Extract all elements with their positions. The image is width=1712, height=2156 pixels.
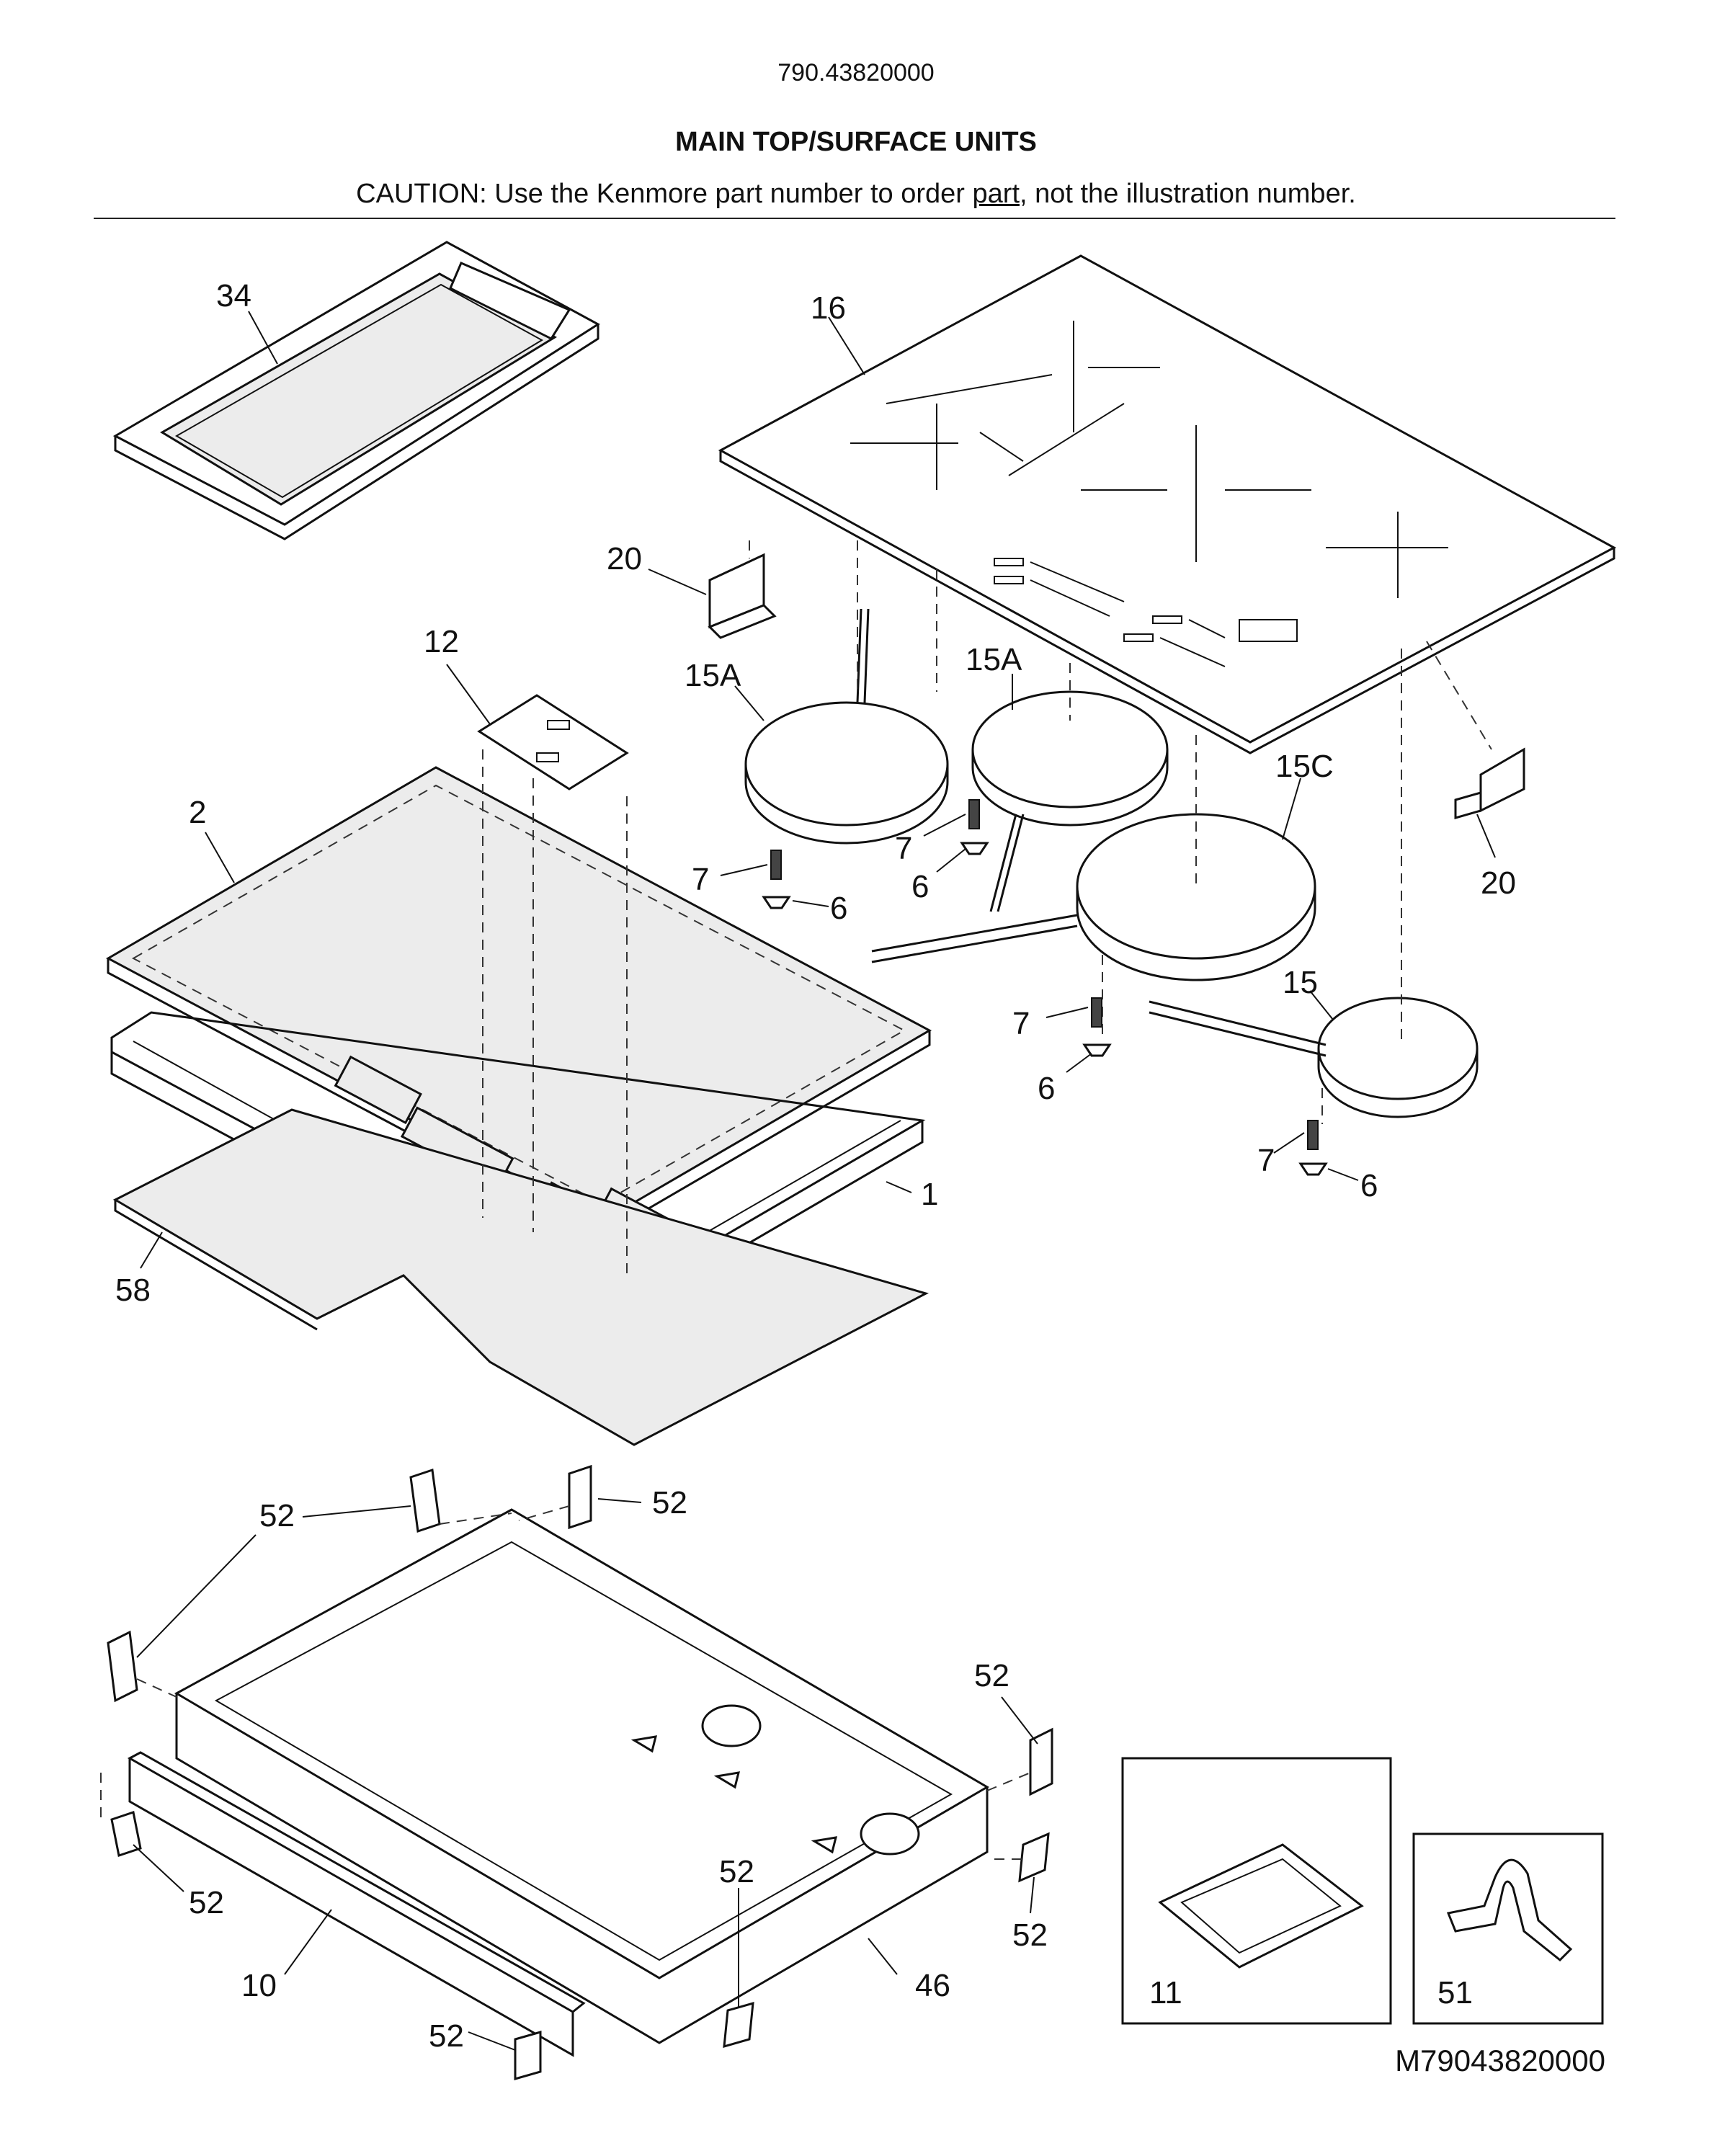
- leader-1: [886, 1181, 912, 1193]
- inset-box-11: [1121, 1757, 1392, 2025]
- leader-10: [284, 1909, 332, 1975]
- callout-16: 16: [811, 290, 846, 326]
- leader-52-3: [136, 1534, 257, 1658]
- callout-58: 58: [115, 1273, 151, 1308]
- bracket-left-part[interactable]: [708, 553, 777, 639]
- leader-7-c: [1046, 1007, 1089, 1018]
- caution-note: CAUTION: Use the Kenmore part number to …: [0, 179, 1712, 210]
- leader-15a-left: [734, 685, 764, 721]
- callout-11: 11: [1149, 1975, 1182, 2010]
- leader-16: [828, 316, 865, 375]
- callout-7-b: 7: [895, 831, 912, 866]
- callout-10: 10: [241, 1968, 277, 2003]
- element-15-part[interactable]: [1149, 997, 1479, 1118]
- callout-52-2: 52: [652, 1485, 687, 1520]
- callout-1: 1: [921, 1177, 938, 1212]
- leader-7-b: [923, 814, 966, 837]
- leader-7-a: [720, 864, 768, 876]
- leader-46: [868, 1938, 898, 1975]
- callout-52-4: 52: [974, 1658, 1009, 1693]
- glass-cooktop-part[interactable]: [718, 254, 1617, 754]
- model-number: 790.43820000: [777, 59, 935, 86]
- callout-7-a: 7: [692, 862, 709, 897]
- callout-2: 2: [189, 795, 206, 830]
- callout-15: 15: [1283, 965, 1318, 1000]
- inset-box-51: [1412, 1832, 1604, 2025]
- leader-6-c: [1066, 1053, 1092, 1073]
- caution-underlined: part: [972, 179, 1020, 209]
- springs-and-screws: [762, 799, 1328, 1176]
- caution-suffix: , not the illustration number.: [1020, 179, 1356, 209]
- griddle-part[interactable]: [112, 241, 600, 540]
- callout-20-right: 20: [1481, 865, 1516, 901]
- alignment-lines: [482, 540, 1492, 1275]
- leader-20-right: [1476, 814, 1496, 858]
- leader-52-4: [1001, 1696, 1038, 1745]
- leader-6-b: [936, 848, 966, 873]
- cooktop-box-part[interactable]: [174, 1508, 989, 2044]
- element-15a-right-part[interactable]: [971, 690, 1169, 912]
- front-trim-part[interactable]: [127, 1751, 586, 2057]
- callout-51: 51: [1437, 1975, 1473, 2010]
- mounting-clips[interactable]: [107, 1464, 1053, 2080]
- leader-34: [248, 311, 278, 365]
- callout-20-left: 20: [607, 541, 642, 576]
- leader-52-6: [1030, 1876, 1035, 1914]
- callout-6-a: 6: [830, 891, 847, 926]
- leader-7-d: [1273, 1132, 1305, 1154]
- shield-part[interactable]: [477, 694, 629, 790]
- leader-20-left: [648, 569, 707, 595]
- bracket-right-part[interactable]: [1454, 747, 1525, 819]
- header-rule: [94, 218, 1615, 219]
- callout-52-7: 52: [719, 1854, 754, 1889]
- callout-46: 46: [915, 1968, 950, 2003]
- callout-12: 12: [424, 624, 459, 659]
- leader-52-8: [468, 2031, 516, 2051]
- page-title: MAIN TOP/SURFACE UNITS: [675, 127, 1037, 157]
- insulation-bottom-part[interactable]: [112, 1108, 929, 1446]
- callout-52-6: 52: [1012, 1917, 1048, 1953]
- callout-6-c: 6: [1038, 1071, 1055, 1106]
- leader-15c: [1282, 778, 1301, 840]
- leader-12: [446, 664, 491, 725]
- callout-15a-right: 15A: [966, 642, 1022, 677]
- callout-15c: 15C: [1275, 749, 1334, 784]
- element-15c-part[interactable]: [871, 813, 1316, 981]
- callout-7-d: 7: [1257, 1143, 1275, 1178]
- inset-bracket-part[interactable]: [1158, 1843, 1364, 1969]
- callout-52-8: 52: [429, 2018, 464, 2054]
- leader-58: [140, 1231, 163, 1269]
- element-15a-left-part[interactable]: [744, 608, 949, 845]
- leader-15: [1309, 990, 1334, 1020]
- callout-52-1: 52: [259, 1498, 295, 1533]
- leader-52-2: [597, 1498, 642, 1503]
- inset-clamp-part[interactable]: [1446, 1858, 1573, 1962]
- callout-6-d: 6: [1360, 1168, 1378, 1203]
- callout-6-b: 6: [911, 869, 929, 904]
- leader-52-1: [302, 1505, 411, 1518]
- callout-52-5: 52: [189, 1885, 224, 1920]
- callout-34: 34: [216, 278, 251, 313]
- caution-prefix: CAUTION: Use the Kenmore part number to …: [356, 179, 973, 209]
- callout-7-c: 7: [1012, 1006, 1030, 1041]
- callout-15a-left: 15A: [685, 658, 741, 693]
- leader-2: [205, 832, 235, 883]
- leader-6-d: [1327, 1168, 1359, 1181]
- clip-alignment-lines: [100, 1505, 1031, 1860]
- drawing-code: M79043820000: [1395, 2044, 1605, 2077]
- leader-52-5: [133, 1844, 184, 1892]
- leader-6-a: [792, 900, 829, 907]
